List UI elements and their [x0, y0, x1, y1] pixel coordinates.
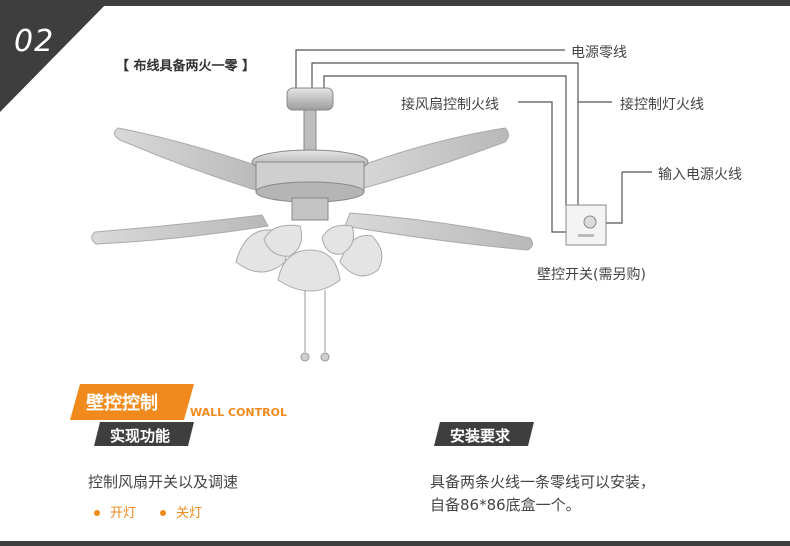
install-line-1: 具备两条火线一条零线可以安装，	[430, 471, 655, 492]
feature-title-badge: 壁控控制	[70, 384, 194, 420]
label-input-live-wire: 输入电源火线	[658, 164, 742, 184]
install-tag: 安装要求	[434, 422, 534, 448]
install-line-2: 自备86*86底盒一个。	[430, 494, 581, 515]
feature-tag: 实现功能	[94, 422, 194, 448]
option-light-off: 关灯	[160, 502, 202, 521]
wall-switch	[566, 205, 606, 245]
label-light-live-wire: 接控制灯火线	[620, 94, 704, 114]
label-fan-live-wire: 接风扇控制火线	[401, 94, 499, 114]
bullet-dot-icon	[160, 510, 166, 516]
install-tag-label: 安装要求	[450, 425, 510, 446]
light-kit	[236, 225, 382, 291]
pull-chains	[301, 290, 329, 361]
label-wall-switch: 壁控开关(需另购)	[537, 264, 646, 284]
feature-description: 控制风扇开关以及调速	[88, 471, 238, 492]
option-light-on: 开灯	[94, 502, 136, 521]
bullet-dot-icon	[94, 510, 100, 516]
feature-title: 壁控控制	[86, 389, 158, 415]
feature-subtitle-en: WALL CONTROL	[190, 406, 287, 419]
fan-motor	[252, 88, 368, 220]
label-neutral-wire: 电源零线	[571, 42, 627, 62]
bottom-border	[0, 541, 790, 546]
feature-tag-label: 实现功能	[110, 425, 170, 446]
